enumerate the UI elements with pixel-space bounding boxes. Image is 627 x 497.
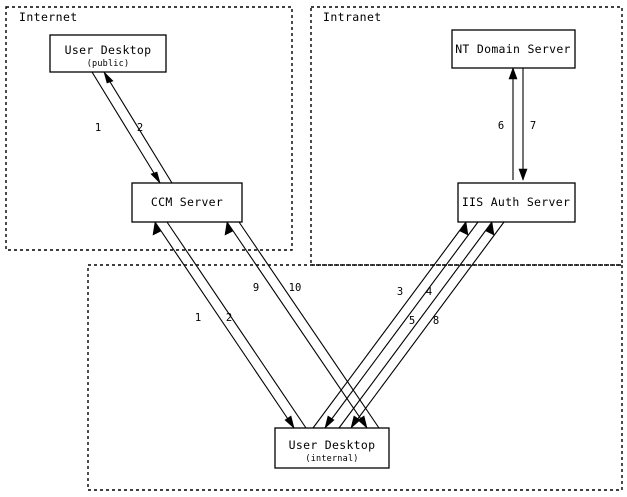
arrowhead-step-6 (508, 67, 518, 80)
node-user-desktop-public-box[interactable] (49, 34, 167, 73)
connection-ccm-internal-desktop-910 (224, 221, 380, 429)
zone-intranet-border (310, 6, 623, 266)
step-label-6: 6 (498, 120, 504, 132)
connection-ccm-internal-desktop-12 (152, 221, 307, 429)
connection-iis-nt-domain (508, 67, 528, 181)
arrowhead-step-4-desktop (324, 415, 335, 429)
step-label-3: 3 (397, 286, 403, 298)
line-step-1-internal (166, 221, 307, 429)
node-ccm-server-box[interactable] (131, 182, 243, 223)
node-nt-domain-server-box[interactable] (451, 29, 576, 69)
node-user-desktop-public-subtitle: (public) (87, 59, 130, 69)
node-user-desktop-internal-box[interactable] (274, 427, 390, 469)
arrowhead-step-5-iis (485, 221, 495, 236)
step-label-1-public: 1 (95, 122, 101, 134)
step-label-4: 4 (426, 286, 432, 298)
line-step-3 (312, 221, 467, 429)
node-ccm-server-title: CCM Server (151, 195, 223, 209)
node-iis-auth-server-box[interactable] (457, 182, 576, 223)
step-label-10: 10 (289, 282, 302, 294)
arrowhead-step-1-internal-ccm (152, 221, 162, 236)
step-label-9: 9 (253, 282, 259, 294)
arrowhead-step-7 (518, 168, 528, 181)
step-label-8: 8 (433, 315, 439, 327)
line-step-2-internal (154, 221, 295, 429)
step-label-7: 7 (530, 120, 536, 132)
arrowhead-step-2-internal-desktop (284, 415, 295, 429)
node-user-desktop-internal[interactable]: User Desktop (internal) (274, 427, 390, 469)
line-step-1-public (91, 71, 161, 184)
arrowhead-step-3-iis (459, 221, 469, 236)
step-label-2-internal: 2 (226, 312, 232, 324)
step-label-5: 5 (409, 315, 415, 327)
connection-public-desktop-ccm (91, 70, 173, 185)
node-nt-domain-server-title: NT Domain Server (455, 42, 571, 56)
node-nt-domain-server[interactable]: NT Domain Server (451, 29, 576, 69)
arrowhead-step-8-desktop (350, 415, 361, 429)
node-user-desktop-public-title: User Desktop (65, 43, 152, 57)
step-label-1-internal: 1 (195, 312, 201, 324)
node-iis-auth-server[interactable]: IIS Auth Server (457, 182, 576, 223)
line-step-5 (338, 221, 493, 429)
connection-iis-internal-desktop-58 (338, 221, 505, 429)
node-ccm-server[interactable]: CCM Server (131, 182, 243, 223)
step-label-2-public: 2 (137, 122, 143, 134)
connection-iis-internal-desktop-34 (312, 221, 479, 429)
arrowhead-step-1-public (150, 171, 161, 185)
node-iis-auth-server-title: IIS Auth Server (462, 195, 570, 209)
arrowhead-step-2-public (103, 70, 114, 84)
zone-internet-border (5, 6, 293, 251)
node-user-desktop-internal-title: User Desktop (289, 438, 376, 452)
arrowhead-step-9-ccm (224, 221, 234, 236)
line-step-4 (324, 221, 479, 429)
line-step-8 (350, 221, 505, 429)
zone-intranet-label: Intranet (323, 10, 382, 24)
node-user-desktop-public[interactable]: User Desktop (public) (49, 34, 167, 73)
line-step-10 (226, 221, 368, 429)
line-step-9 (238, 221, 380, 429)
zone-internal-border (87, 264, 623, 491)
line-step-2-public (103, 71, 173, 184)
zone-internet-label: Internet (19, 10, 78, 24)
arrowhead-step-10-desktop (357, 415, 368, 429)
node-user-desktop-internal-subtitle: (internal) (305, 454, 358, 464)
